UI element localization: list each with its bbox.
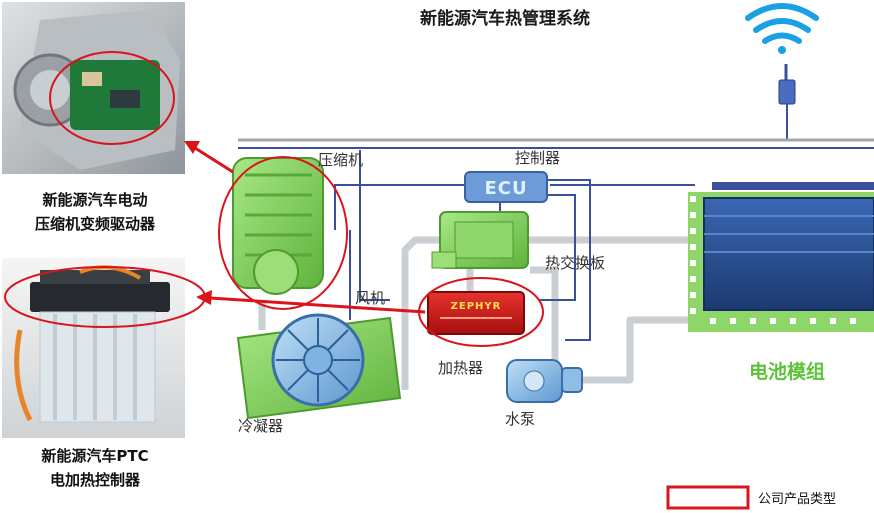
heater: ZEPHYR (418, 277, 544, 347)
product-caption-ptc-line2: 电加热控制器 (50, 471, 141, 489)
ecu-controller: ECU (464, 171, 548, 203)
battery-module (688, 182, 874, 332)
water-pump (506, 359, 583, 403)
wifi-signal-icon (745, 3, 819, 54)
antenna-module-icon (778, 64, 796, 140)
label-fan: 风机 (355, 289, 385, 307)
compressor (218, 156, 348, 310)
fan (271, 313, 365, 407)
ecu-label: ECU (484, 178, 527, 199)
legend-label: 公司产品类型 (758, 492, 836, 507)
product-caption-compressor-line2: 压缩机变频驱动器 (35, 215, 156, 233)
ptc-controller-photo (2, 258, 206, 438)
coolant-pipes (258, 236, 700, 390)
label-pump: 水泵 (505, 410, 535, 428)
heater-brand: ZEPHYR (451, 301, 502, 312)
label-controller: 控制器 (515, 149, 560, 167)
legend: 公司产品类型 (666, 485, 836, 510)
label-heat-exchanger: 热交换板 (545, 254, 605, 272)
heat-exchanger (431, 211, 529, 269)
label-battery: 电池模组 (749, 360, 825, 383)
product-arrows (184, 141, 426, 314)
product-caption-ptc-line1: 新能源汽车PTC (41, 447, 148, 465)
diagram-title: 新能源汽车热管理系统 (420, 8, 590, 29)
compressor-driver-photo (2, 2, 185, 174)
legend-swatch (666, 485, 750, 510)
label-heater: 加热器 (438, 359, 483, 377)
label-compressor: 压缩机 (318, 151, 363, 169)
product-caption-compressor-line1: 新能源汽车电动 (42, 191, 147, 209)
label-condenser: 冷凝器 (238, 417, 283, 435)
